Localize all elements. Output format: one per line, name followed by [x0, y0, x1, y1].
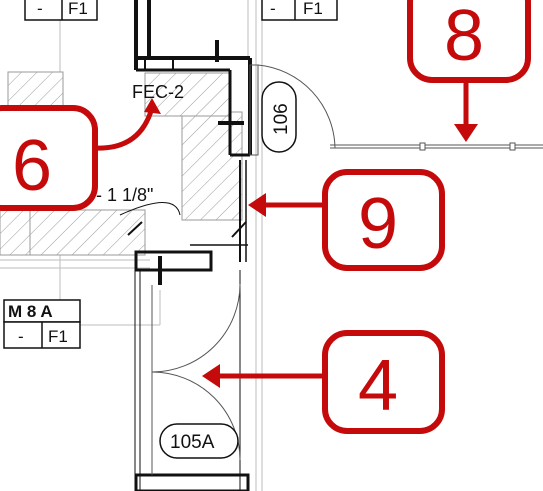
- tag-top-right-finish: F1: [303, 0, 323, 18]
- door-106-swing: [249, 64, 543, 156]
- callout-4-number: 4: [358, 346, 398, 426]
- tag-top-left-finish: F1: [68, 0, 88, 18]
- tag-m8a-label: M 8 A: [8, 302, 53, 321]
- callout-8-number: 8: [444, 0, 484, 76]
- tag-top-right: - F1: [261, 0, 338, 21]
- callout-8: 8: [407, 0, 531, 142]
- door-tag-105a: 105A: [159, 423, 239, 459]
- tag-m8a: M 8 A - F1: [3, 299, 81, 349]
- wall-linework: [119, 0, 252, 491]
- dimension-label: - 1 1/8": [96, 185, 153, 205]
- callout-6-number: 6: [12, 126, 52, 206]
- callout-9-number: 9: [358, 184, 398, 264]
- tag-top-left: - F1: [24, 0, 98, 21]
- callout-6-arrow: [94, 107, 155, 151]
- tag-top-left-dash: -: [37, 0, 43, 18]
- callout-6: 6: [0, 98, 161, 211]
- door-tag-106: 106: [261, 81, 297, 153]
- callout-4: 4: [202, 330, 445, 434]
- door-tag-105a-number: 105A: [170, 432, 215, 453]
- tag-m8a-dash: -: [18, 327, 24, 346]
- tag-top-right-dash: -: [270, 0, 276, 18]
- fire-extinguisher-cabinet-label: FEC-2: [132, 82, 184, 102]
- door-tag-106-number: 106: [271, 103, 292, 135]
- tag-m8a-finish: F1: [48, 327, 68, 346]
- callout-9: 9: [248, 169, 445, 271]
